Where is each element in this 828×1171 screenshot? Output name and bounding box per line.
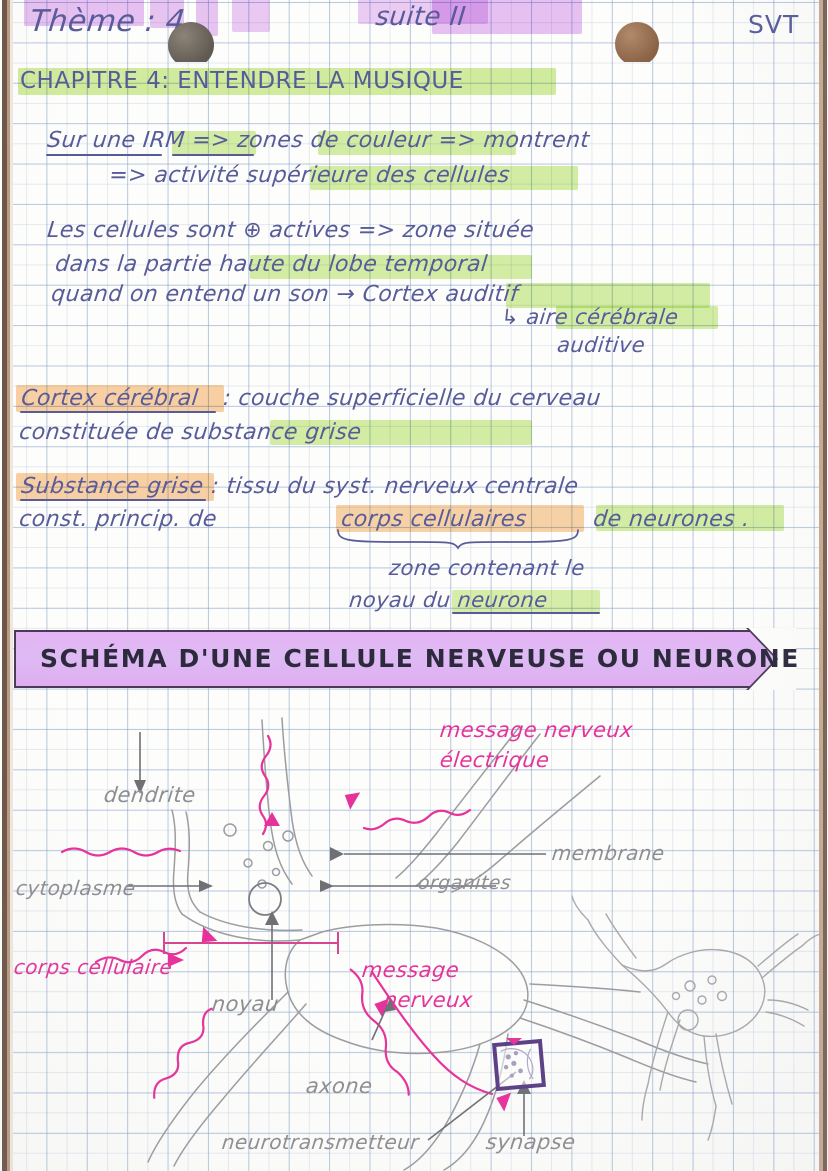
header-highlight-4 — [232, 0, 270, 32]
header-theme-label: Thème : 4 — [28, 4, 188, 39]
neuron-diagram: dendrite cytoplasme message nerveux élec… — [0, 700, 828, 1171]
label-dendrite: dendrite — [102, 783, 197, 807]
def2-line1: : tissu du syst. nerveux centrale — [210, 474, 580, 499]
para2-line3: quand on entend un son → Cortex auditif — [50, 282, 520, 307]
label-message-nerveux-line2: nerveux — [382, 988, 475, 1012]
def1-line1: : couche superficielle du cerveau — [222, 386, 603, 411]
synapse-signal-arrow — [506, 1038, 522, 1045]
header-suite-label: suite II — [374, 2, 468, 32]
para2-sub-line1: ↳ aire cérébrale — [500, 305, 680, 329]
label-message-nerveux-line1: message — [360, 958, 461, 982]
def2-term: Substance grise — [20, 474, 205, 499]
neuron-drawing — [60, 717, 821, 1171]
para2-line2: dans la partie haute du lobe temporal — [54, 252, 489, 277]
def2-brace — [337, 529, 579, 550]
label-corps-cellulaire: corps cellulaire — [12, 955, 174, 979]
nerve-signal-paths — [60, 734, 494, 1099]
page-header: Thème : 4 suite II SVT — [0, 0, 828, 62]
label-organites: organites — [416, 872, 513, 894]
notebook-binding-left — [0, 0, 13, 1171]
def1-term: Cortex cérébral — [20, 386, 200, 411]
label-membrane: membrane — [550, 841, 666, 865]
label-axone: axone — [304, 1074, 374, 1098]
para1-line2: => activité supérieure des cellules — [108, 163, 512, 188]
annotation-line1: zone contenant le — [388, 556, 587, 580]
label-cytoplasme: cytoplasme — [14, 876, 137, 900]
def2-line2a: const. princip. de — [18, 507, 219, 532]
para1-underline-irm — [172, 154, 254, 156]
banner-background — [14, 630, 794, 688]
para1-underline-surune — [46, 154, 162, 156]
nerve-signal-arrowheads — [168, 792, 512, 1112]
para2-sub-line2: auditive — [556, 333, 647, 357]
synapse-vesicles — [503, 1051, 523, 1078]
corps-cellulaire-bracket — [163, 932, 339, 954]
chapter-title: CHAPITRE 4: ENTENDRE LA MUSIQUE — [20, 68, 464, 94]
annotation-line2: noyau du neurone — [348, 588, 549, 612]
synapse-detail-box — [492, 1038, 546, 1092]
schema-banner: SCHÉMA D'UNE CELLULE NERVEUSE OU NEURONE — [14, 628, 798, 690]
annotation-underline — [452, 612, 600, 614]
def2-term-underline — [20, 499, 206, 501]
label-synapse: synapse — [484, 1130, 577, 1154]
def1-line2: constituée de substance grise — [18, 420, 363, 445]
para1-line1: Sur une IRM => zones de couleur => montr… — [46, 128, 591, 153]
paper-clip-blob-right — [615, 22, 659, 62]
label-neurotransmetteur: neurotransmetteur — [220, 1130, 421, 1154]
header-subject-label: SVT — [748, 10, 800, 39]
neuron-outline — [147, 717, 709, 1171]
def2-line2c: de neurones . — [592, 507, 752, 532]
para2-line1: Les cellules sont ⊕ actives => zone situ… — [46, 218, 536, 243]
banner-title: SCHÉMA D'UNE CELLULE NERVEUSE OU NEURONE — [40, 643, 800, 673]
def1-term-underline — [20, 411, 216, 413]
paper-clip-blob-left — [168, 22, 214, 62]
label-message-electrique-line2: électrique — [438, 748, 551, 772]
label-message-electrique-line1: message nerveux — [438, 718, 635, 742]
second-neuron-outline — [571, 895, 821, 1141]
notebook-binding-right — [819, 0, 828, 1171]
label-noyau: noyau — [210, 992, 281, 1016]
